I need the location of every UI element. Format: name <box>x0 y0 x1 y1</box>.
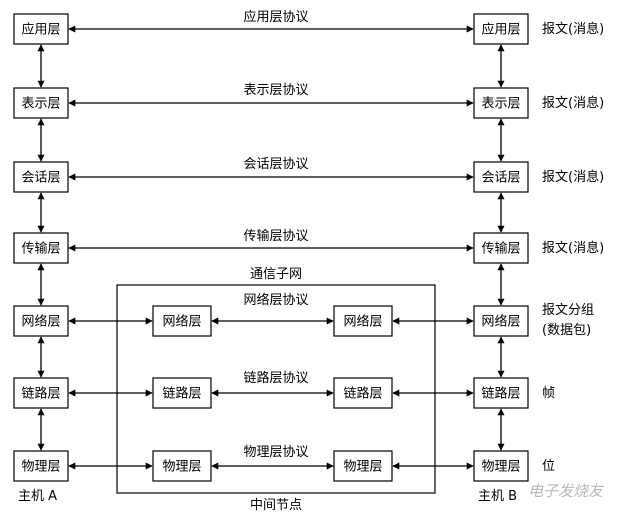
host-a-layer-network: 网络层 <box>13 305 69 337</box>
svg-text:表示层: 表示层 <box>481 97 520 112</box>
svg-text:传输层: 传输层 <box>21 241 60 257</box>
svg-text:网络层: 网络层 <box>343 314 382 330</box>
subnet-left-physical: 物理层 <box>152 450 212 482</box>
protocol-label-transport: 传输层协议 <box>243 228 308 244</box>
host-b-layer-session: 会话层 <box>473 161 529 193</box>
subnet-title: 通信子网 <box>250 267 302 282</box>
host-b-stack: 应用层 表示层 会话层 传输层 网络层 链路层 物理层 <box>473 13 529 482</box>
subnet-right-link: 链路层 <box>333 377 393 409</box>
svg-text:传输层: 传输层 <box>481 241 520 257</box>
subnet-left-link: 链路层 <box>152 377 212 409</box>
host-b-layer-link: 链路层 <box>473 377 529 409</box>
svg-text:网络层: 网络层 <box>481 314 520 330</box>
svg-text:物理层: 物理层 <box>162 460 201 475</box>
svg-text:网络层: 网络层 <box>162 314 201 330</box>
host-b-layer-presentation: 表示层 <box>473 87 529 119</box>
subnet-protocol-label-link: 链路层协议 <box>243 370 308 386</box>
subnet-protocol-label-network: 网络层协议 <box>243 292 308 308</box>
subnet-protocol-label-physical: 物理层协议 <box>243 445 308 460</box>
subnet-caption: 中间节点 <box>250 498 302 513</box>
subnet-left-node: 网络层 链路层 物理层 <box>152 305 212 482</box>
data-unit-network-line2: (数据包) <box>542 323 591 338</box>
host-b-label: 主机 B <box>478 489 517 504</box>
protocol-label-application: 应用层协议 <box>243 9 308 25</box>
svg-text:网络层: 网络层 <box>21 314 60 330</box>
host-b-layer-application: 应用层 <box>473 13 529 45</box>
data-unit-session: 报文(消息) <box>542 169 604 185</box>
protocol-label-presentation: 表示层协议 <box>243 83 308 98</box>
data-unit-link: 帧 <box>542 386 555 401</box>
data-unit-presentation: 报文(消息) <box>542 95 604 111</box>
svg-text:物理层: 物理层 <box>21 460 60 475</box>
svg-text:链路层: 链路层 <box>343 386 382 402</box>
host-a-layer-session: 会话层 <box>13 161 69 193</box>
protocol-label-session: 会话层协议 <box>243 157 308 172</box>
host-a-layer-application: 应用层 <box>13 13 69 45</box>
data-unit-application: 报文(消息) <box>542 21 604 37</box>
watermark-text: 电子发烧友 <box>528 482 605 500</box>
svg-text:物理层: 物理层 <box>481 460 520 475</box>
svg-text:表示层: 表示层 <box>21 97 60 112</box>
svg-text:应用层: 应用层 <box>481 22 520 38</box>
host-a-layer-link: 链路层 <box>13 377 69 409</box>
data-unit-labels: 报文(消息) 报文(消息) 报文(消息) 报文(消息) 报文分组 (数据包) 帧… <box>542 21 604 474</box>
subnet-frame <box>116 284 436 494</box>
host-a-stack: 应用层 表示层 会话层 传输层 网络层 链路层 物理层 <box>13 13 69 482</box>
host-b-layer-network: 网络层 <box>473 305 529 337</box>
svg-text:链路层: 链路层 <box>481 386 520 402</box>
host-b-layer-physical: 物理层 <box>473 450 529 482</box>
host-b-layer-transport: 传输层 <box>473 232 529 264</box>
svg-text:链路层: 链路层 <box>21 386 60 402</box>
svg-text:应用层: 应用层 <box>21 22 60 38</box>
svg-text:链路层: 链路层 <box>162 386 201 402</box>
data-unit-network-line1: 报文分组 <box>542 303 594 318</box>
data-unit-transport: 报文(消息) <box>542 240 604 256</box>
end-to-end-protocols: 应用层协议 表示层协议 会话层协议 传输层协议 <box>68 9 474 252</box>
svg-text:会话层: 会话层 <box>481 171 520 186</box>
data-unit-physical: 位 <box>542 459 555 474</box>
host-a-layer-presentation: 表示层 <box>13 87 69 119</box>
host-a-label: 主机 A <box>18 489 57 504</box>
subnet-left-network: 网络层 <box>152 305 212 337</box>
subnet-links: 网络层协议 链路层协议 物理层协议 <box>68 292 474 470</box>
host-a-layer-physical: 物理层 <box>13 450 69 482</box>
svg-text:会话层: 会话层 <box>21 171 60 186</box>
subnet-right-node: 网络层 链路层 物理层 <box>333 305 393 482</box>
subnet-right-network: 网络层 <box>333 305 393 337</box>
svg-text:物理层: 物理层 <box>343 460 382 475</box>
host-a-layer-transport: 传输层 <box>13 232 69 264</box>
subnet-right-physical: 物理层 <box>333 450 393 482</box>
